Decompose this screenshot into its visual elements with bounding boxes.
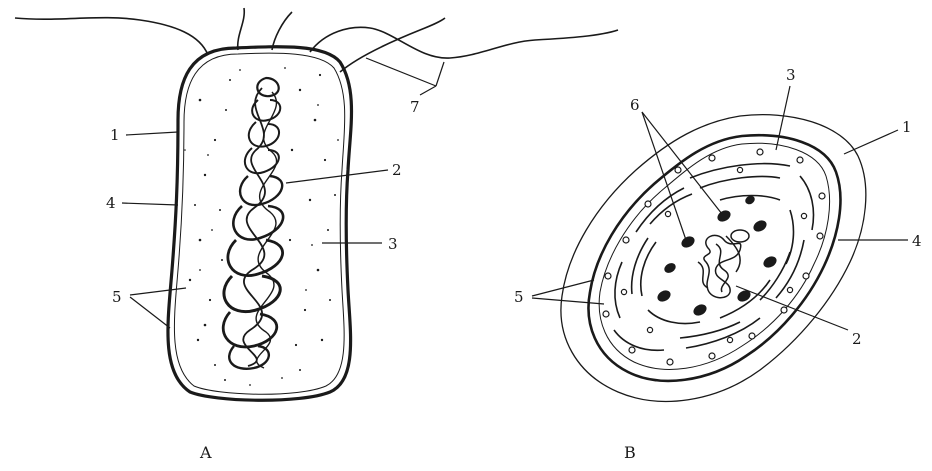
flagellum-5 [340, 18, 445, 72]
cytoplasmic-membrane-b [599, 143, 829, 369]
leader-a4 [122, 203, 178, 205]
leader-b1 [844, 130, 898, 154]
leader-a7b [436, 62, 444, 86]
flagellum-3 [272, 12, 292, 50]
flagellum-4 [310, 27, 618, 58]
callout-b-6: 6 [630, 96, 640, 114]
panel-a-label: A [199, 443, 212, 462]
nucleoid [223, 78, 283, 369]
leader-a2 [286, 170, 388, 183]
cell-wall-b [589, 135, 841, 381]
callout-b-2: 2 [852, 330, 862, 348]
panel-a-bacterium: 1 2 3 4 5 7 A [15, 8, 618, 462]
callout-a-7: 7 [410, 98, 420, 116]
leader-b3 [776, 86, 790, 150]
flagella [15, 8, 618, 72]
flagellum-2 [238, 8, 245, 50]
callout-a-4: 4 [106, 194, 116, 212]
leader-a5a [130, 288, 186, 295]
callout-b-5: 5 [514, 288, 524, 306]
cytoplasm-granules [184, 67, 339, 386]
callout-b-1: 1 [902, 118, 912, 136]
callout-a-2: 2 [392, 161, 402, 179]
leader-a7c [420, 86, 436, 95]
callout-a-5: 5 [112, 288, 122, 306]
leader-a1 [126, 132, 178, 135]
leader-b5b [532, 298, 604, 304]
leader-a7a [366, 58, 436, 86]
callout-a-3: 3 [388, 235, 398, 253]
callout-a-1: 1 [110, 126, 120, 144]
panel-b-label: B [624, 443, 636, 462]
panel-b-leaders [532, 86, 908, 330]
panel-b-cross-section: 1 2 3 4 5 6 B [514, 66, 922, 462]
flagellum-1 [15, 18, 208, 55]
callout-b-4: 4 [912, 232, 922, 250]
leader-a5b [130, 297, 170, 328]
callout-b-3: 3 [786, 66, 796, 84]
